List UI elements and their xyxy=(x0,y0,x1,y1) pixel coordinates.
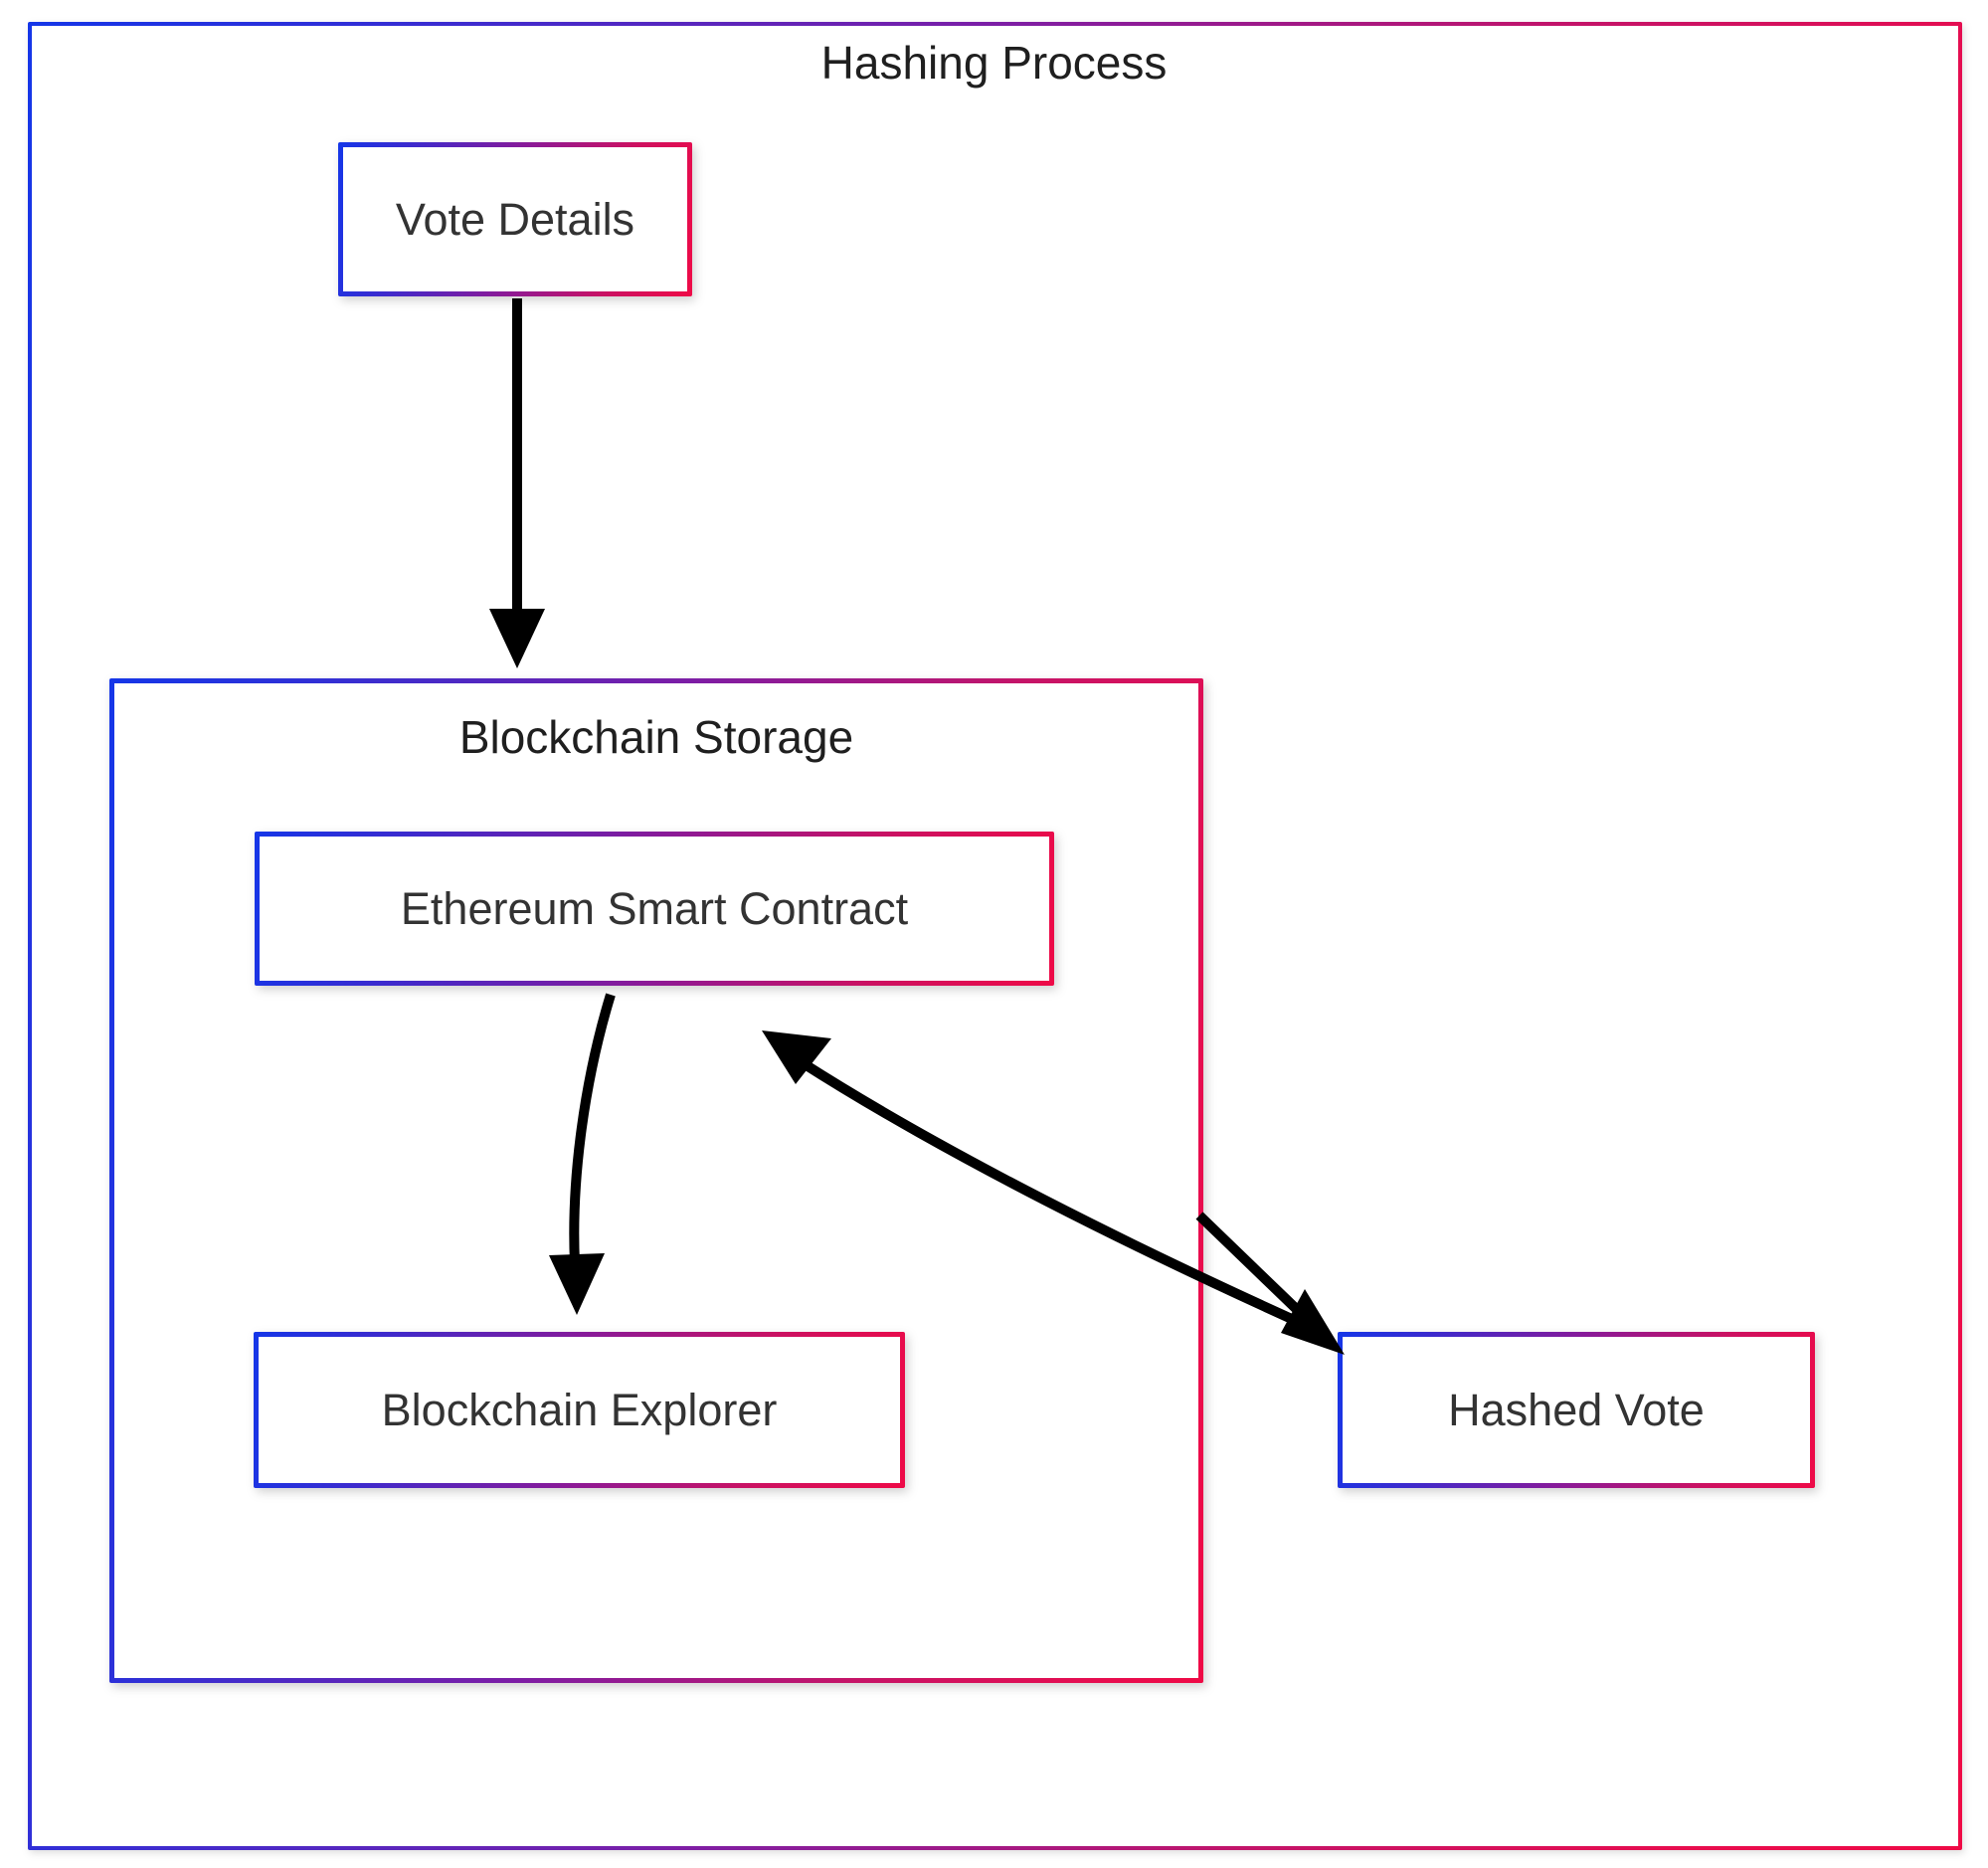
node-hashed-vote-body: Hashed Vote xyxy=(1343,1337,1810,1483)
node-ethereum-smart-contract-body: Ethereum Smart Contract xyxy=(260,837,1049,981)
node-blockchain-explorer[interactable]: Blockchain Explorer xyxy=(254,1332,905,1488)
node-vote-details[interactable]: Vote Details xyxy=(338,142,692,296)
cluster-blockchain-storage: Blockchain Storage xyxy=(109,678,1203,1683)
node-vote-details-body: Vote Details xyxy=(343,147,687,291)
node-hashed-vote-label: Hashed Vote xyxy=(1448,1384,1705,1435)
node-ethereum-smart-contract[interactable]: Ethereum Smart Contract xyxy=(255,832,1054,986)
node-vote-details-label: Vote Details xyxy=(395,193,635,245)
node-blockchain-explorer-label: Blockchain Explorer xyxy=(381,1384,778,1435)
node-hashed-vote[interactable]: Hashed Vote xyxy=(1338,1332,1815,1488)
cluster-hashing-process-title: Hashing Process xyxy=(820,37,1168,89)
node-blockchain-explorer-body: Blockchain Explorer xyxy=(259,1337,900,1483)
node-ethereum-smart-contract-label: Ethereum Smart Contract xyxy=(400,882,909,934)
cluster-blockchain-storage-title: Blockchain Storage xyxy=(458,711,854,763)
